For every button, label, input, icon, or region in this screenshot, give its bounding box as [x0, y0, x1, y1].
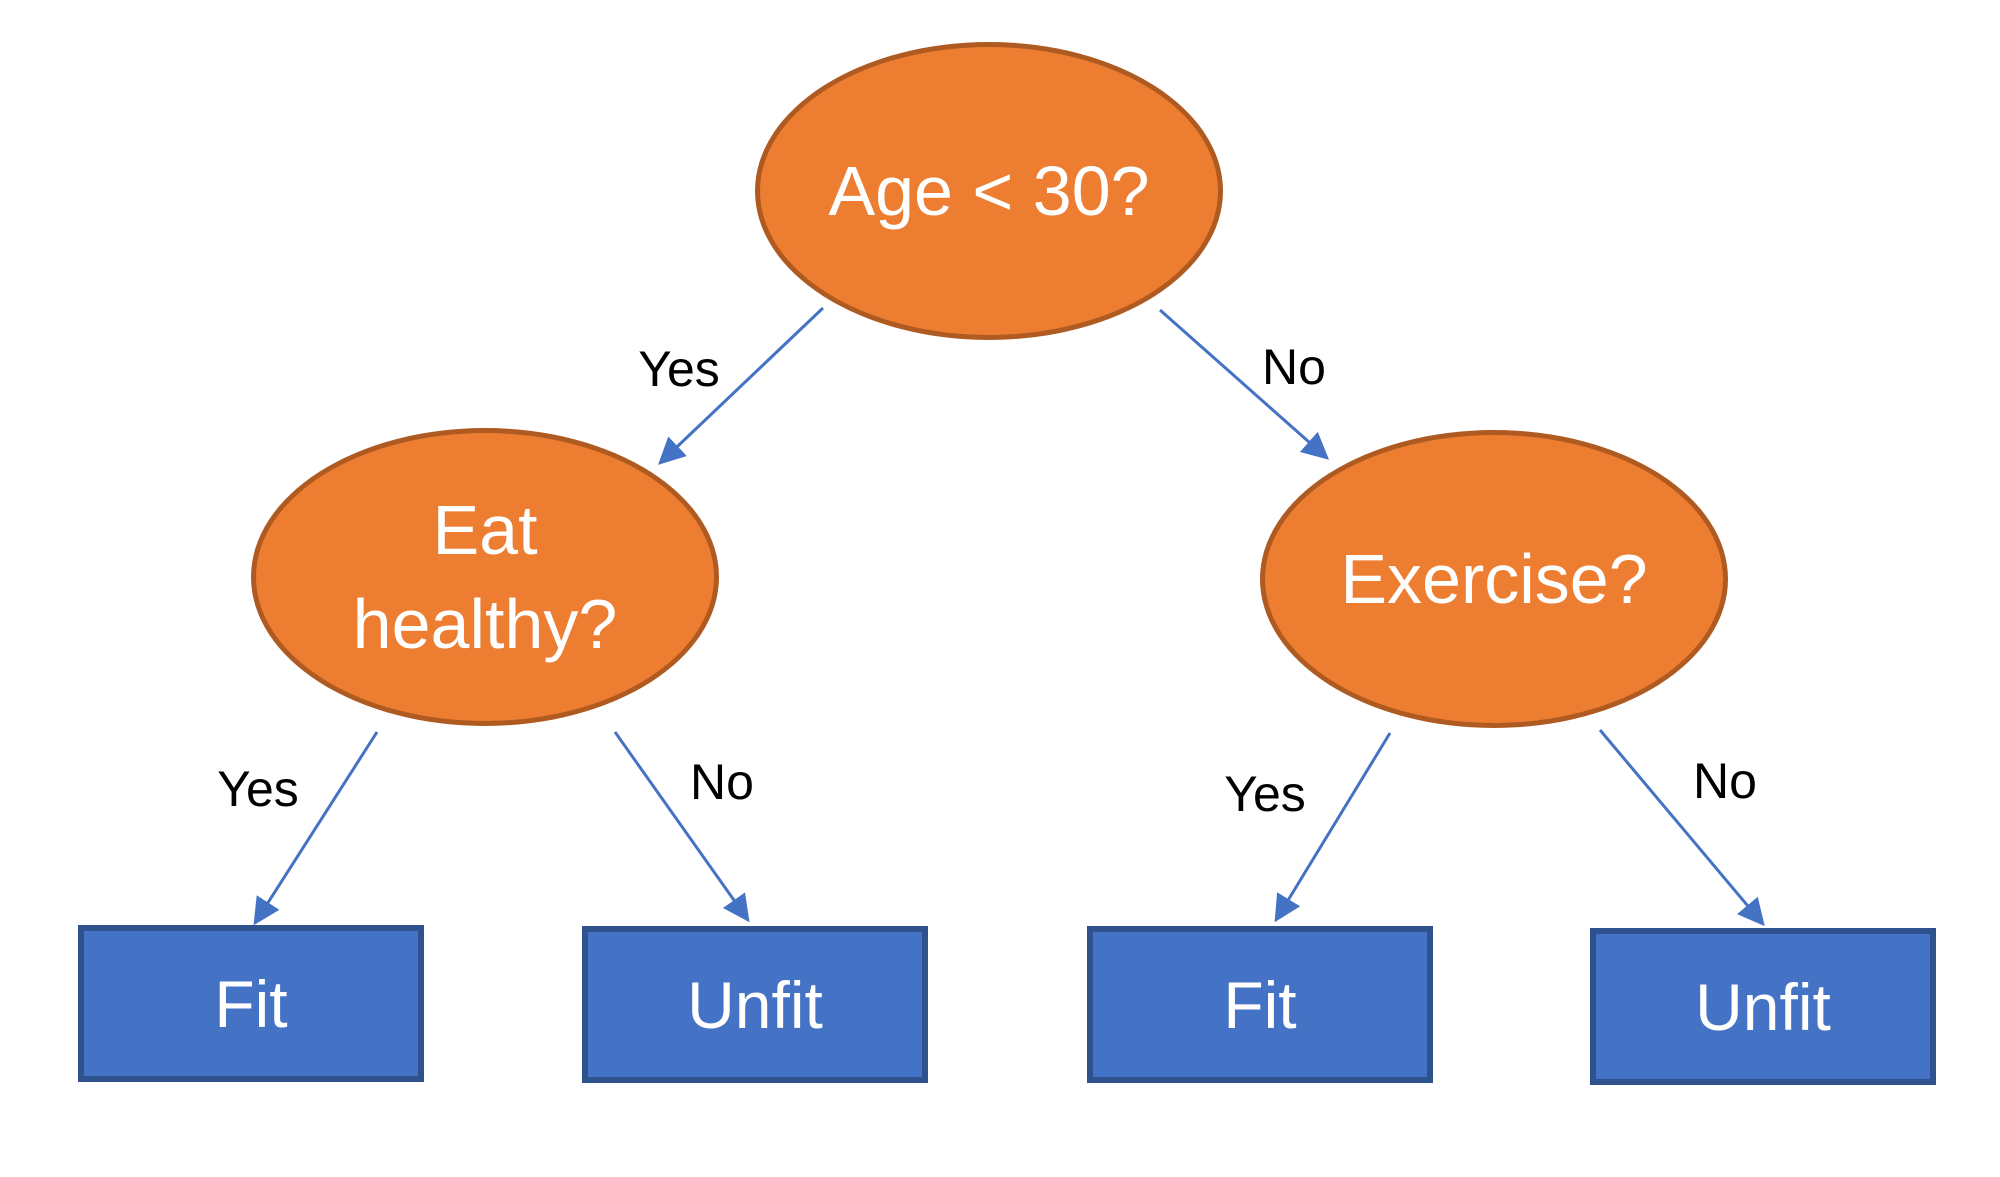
- edge-exercise-yes-to-fit: [1274, 732, 1392, 923]
- edge-label-eat-yes: Yes: [217, 761, 299, 817]
- edge-label-root-yes: Yes: [638, 341, 720, 397]
- decision-node-exercise-label: Exercise?: [1340, 539, 1648, 618]
- leaf-node-fit-right: Fit: [1087, 926, 1433, 1083]
- leaf-node-unfit-left-label: Unfit: [687, 967, 823, 1042]
- leaf-node-unfit-right: Unfit: [1590, 928, 1936, 1085]
- leaf-node-fit-left: Fit: [78, 925, 424, 1082]
- leaf-node-fit-left-label: Fit: [214, 966, 288, 1041]
- edge-label-root-no: No: [1262, 339, 1326, 395]
- edge-label-exercise-no: No: [1693, 753, 1757, 809]
- leaf-node-fit-right-label: Fit: [1223, 967, 1297, 1042]
- decision-node-age-label: Age < 30?: [828, 151, 1150, 230]
- leaf-node-unfit-left: Unfit: [582, 926, 928, 1083]
- decision-node-eat-healthy-label: Eat healthy?: [352, 490, 618, 664]
- decision-node-exercise: Exercise?: [1260, 430, 1728, 728]
- leaf-node-unfit-right-label: Unfit: [1695, 969, 1831, 1044]
- edge-label-exercise-yes: Yes: [1224, 766, 1306, 822]
- decision-node-age: Age < 30?: [755, 42, 1223, 340]
- edge-label-eat-no: No: [690, 754, 754, 810]
- decision-node-eat-healthy: Eat healthy?: [251, 428, 719, 726]
